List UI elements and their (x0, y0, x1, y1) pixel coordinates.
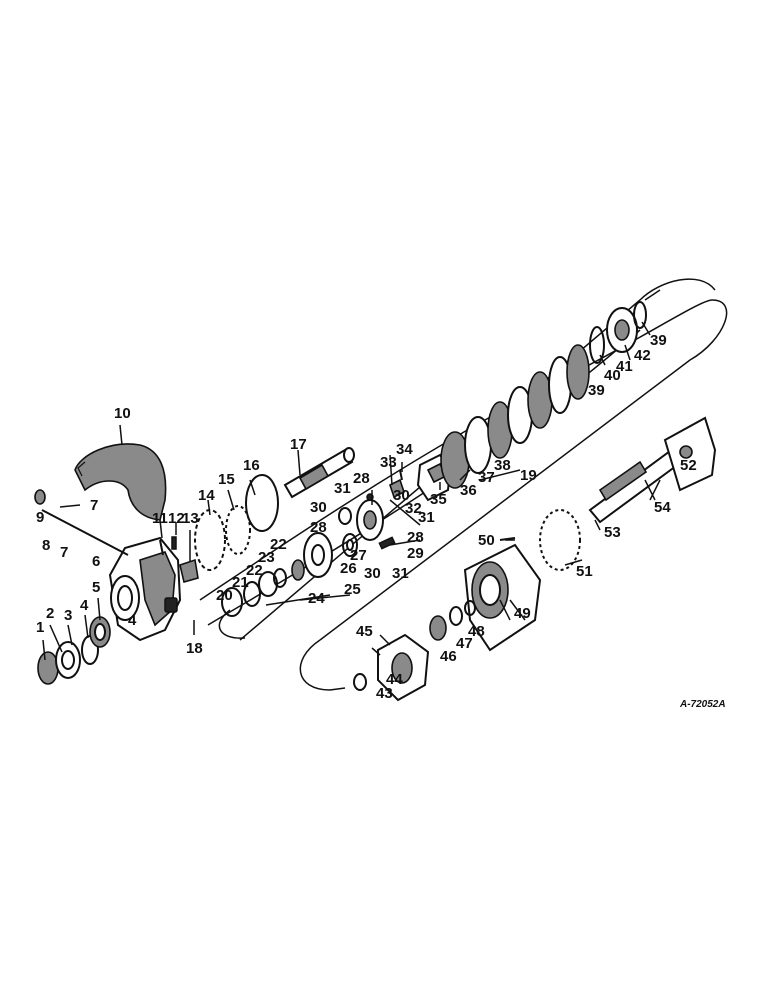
callout-52: 52 (680, 457, 697, 474)
callout-27: 27 (350, 547, 367, 564)
callout-28a: 28 (353, 470, 370, 487)
callout-16: 16 (243, 457, 260, 474)
gasket-ring (539, 509, 581, 571)
callout-38: 38 (494, 457, 511, 474)
callout-4b: 4 (128, 612, 137, 629)
callout-42: 42 (634, 347, 651, 364)
callout-12: 12 (168, 510, 185, 527)
callout-19: 19 (520, 467, 537, 484)
callout-45: 45 (356, 623, 373, 640)
callout-7a: 7 (90, 497, 98, 514)
cover-shield (74, 443, 167, 521)
callout-10: 10 (114, 405, 131, 422)
figure-reference-code: A-72052A (679, 699, 726, 710)
callout-11: 11 (152, 510, 168, 527)
callout-25: 25 (344, 581, 361, 598)
plates-gasket (194, 474, 279, 571)
callout-labels: 1 2 3 4 4 5 6 7 7 8 9 10 11 12 13 14 15 … (36, 332, 726, 710)
callout-33: 33 (380, 454, 397, 471)
callout-14: 14 (198, 487, 215, 504)
callout-17: 17 (290, 436, 307, 453)
callout-7b: 7 (60, 544, 68, 561)
callout-4a: 4 (80, 597, 89, 614)
callout-29: 29 (407, 545, 424, 562)
final-drive-housing (463, 543, 542, 652)
callout-22b: 22 (270, 536, 287, 553)
callout-2: 2 (46, 605, 54, 622)
callout-54: 54 (654, 499, 671, 516)
bearing (89, 616, 111, 648)
callout-24: 24 (308, 590, 325, 607)
callout-28b: 28 (310, 519, 327, 536)
callout-48: 48 (468, 623, 485, 640)
callout-3: 3 (64, 607, 72, 624)
callout-53: 53 (604, 524, 621, 541)
callout-13: 13 (182, 510, 199, 527)
callout-28c: 28 (407, 529, 424, 546)
callout-49: 49 (514, 605, 531, 622)
pressure-plate (589, 301, 647, 364)
callout-30a: 30 (310, 499, 327, 516)
callout-26: 26 (340, 560, 357, 577)
gear-housing (108, 536, 182, 642)
callout-22a: 22 (246, 562, 263, 579)
callout-30c: 30 (364, 565, 381, 582)
callout-40: 40 (604, 367, 621, 384)
callout-44: 44 (386, 671, 403, 688)
callout-15: 15 (218, 471, 235, 488)
callout-20: 20 (216, 587, 233, 604)
callout-46: 46 (440, 648, 457, 665)
callout-43: 43 (376, 685, 393, 702)
callout-23: 23 (258, 549, 275, 566)
clutch-discs (440, 344, 590, 489)
callout-18: 18 (186, 640, 203, 657)
callout-8: 8 (42, 537, 50, 554)
callout-37: 37 (478, 469, 495, 486)
callout-6: 6 (92, 553, 100, 570)
front-seal-assembly (37, 635, 99, 685)
callout-31b: 31 (418, 509, 435, 526)
callout-9: 9 (36, 509, 44, 526)
callout-30b: 30 (393, 487, 410, 504)
callout-47: 47 (456, 635, 473, 652)
callout-39b: 39 (588, 382, 605, 399)
callout-36: 36 (460, 482, 477, 499)
callout-leads (42, 321, 661, 661)
callout-39a: 39 (650, 332, 667, 349)
callout-51: 51 (576, 563, 593, 580)
callout-35: 35 (430, 491, 447, 508)
callout-31a: 31 (334, 480, 351, 497)
input-shaft (283, 447, 355, 499)
callout-34: 34 (396, 441, 413, 458)
bracket (663, 416, 717, 492)
callout-1: 1 (36, 619, 44, 636)
callout-31c: 31 (392, 565, 409, 582)
callout-5: 5 (92, 579, 100, 596)
drive-shaft-left (34, 489, 129, 556)
callout-32: 32 (405, 500, 422, 517)
pinion-carrier (353, 633, 430, 702)
callout-21: 21 (232, 574, 249, 591)
small-bearings (429, 537, 516, 641)
middle-rings (221, 532, 358, 617)
callout-41: 41 (616, 358, 633, 375)
planetary-carrier (338, 469, 405, 550)
callout-50: 50 (478, 532, 495, 549)
